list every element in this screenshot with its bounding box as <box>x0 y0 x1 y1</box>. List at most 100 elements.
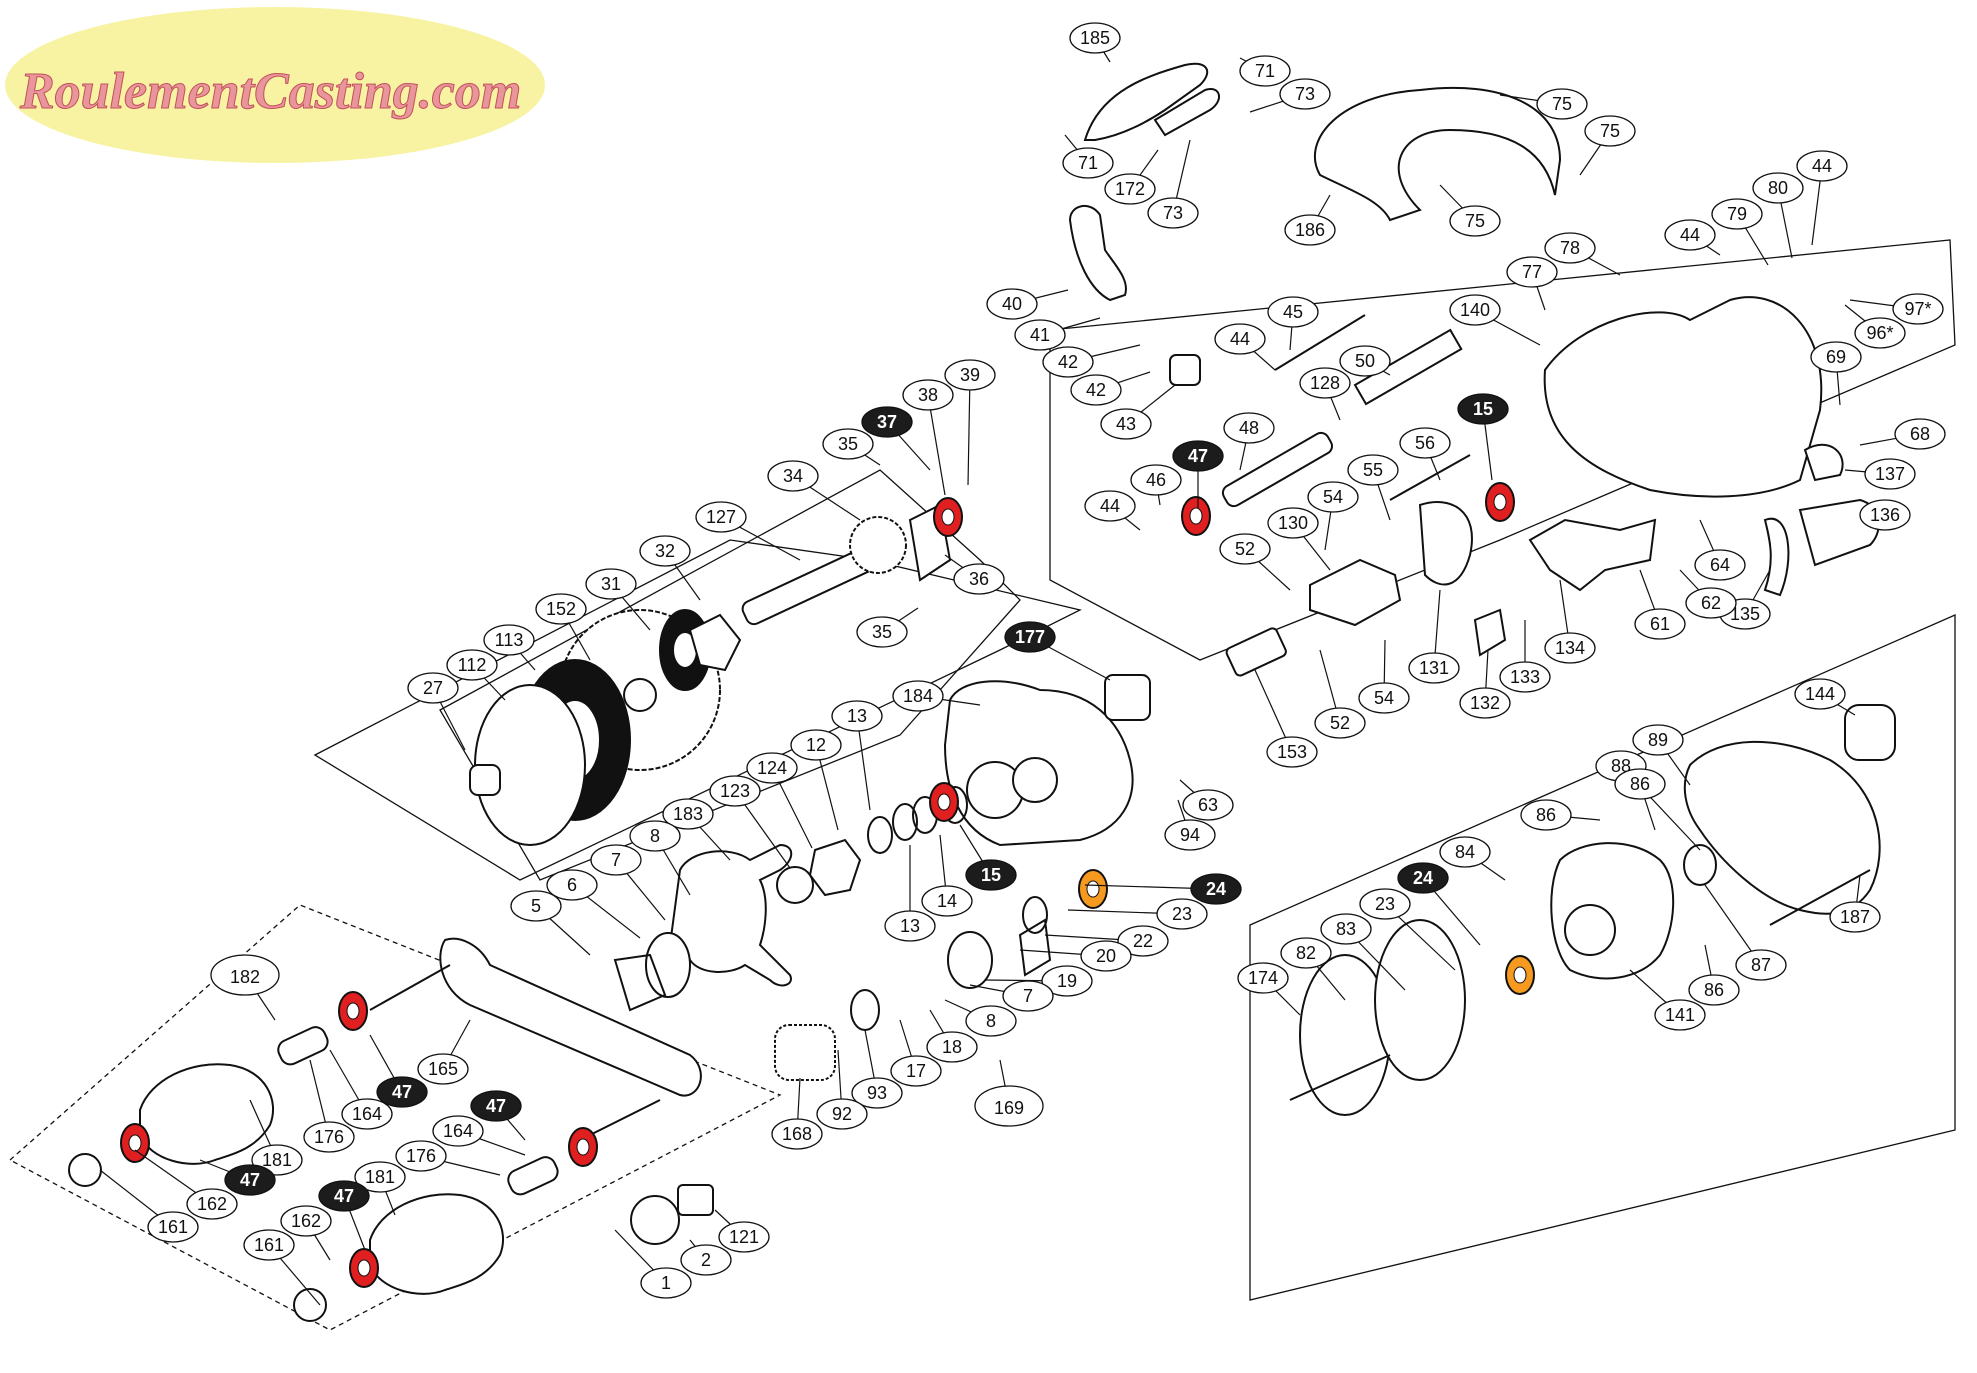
callout-label: 32 <box>655 541 675 561</box>
callout-label: 169 <box>994 1098 1024 1118</box>
part-19 <box>947 931 993 989</box>
callout-bubble <box>1457 393 1509 425</box>
callout-label: 15 <box>981 865 1001 885</box>
callout-bubble <box>1239 55 1291 87</box>
callout-bubble <box>1544 632 1596 664</box>
part-callout: 62 <box>1685 587 1737 619</box>
callout-bubble <box>831 700 883 732</box>
callout-bubble <box>1070 374 1122 406</box>
callout-bubble <box>1694 549 1746 581</box>
callout-label: 71 <box>1078 153 1098 173</box>
part-callout: 17 <box>890 1055 942 1087</box>
callout-bubble <box>965 859 1017 891</box>
part-callout: 41 <box>1014 319 1066 351</box>
bearing-bore <box>357 1259 371 1277</box>
callout-bubble <box>1688 974 1740 1006</box>
callout-bubble <box>816 1098 868 1130</box>
part-callout: 86 <box>1614 768 1666 800</box>
part-callout: 86 <box>1688 974 1740 1006</box>
callout-label: 19 <box>1057 971 1077 991</box>
part-88 <box>1683 844 1717 886</box>
callout-bubble <box>1449 294 1501 326</box>
part-callout: 93 <box>851 1077 903 1109</box>
part-callout: 177 <box>1004 621 1056 653</box>
logo-ellipse <box>5 7 545 163</box>
part-callout: 112 <box>446 649 498 681</box>
callout-bubble <box>986 288 1038 320</box>
callout-bubble <box>510 890 562 922</box>
callout-label: 93 <box>867 1083 887 1103</box>
part-callout: 164 <box>341 1098 393 1130</box>
callout-bubble <box>1439 836 1491 868</box>
callout-label: 182 <box>230 967 260 987</box>
part-34 <box>849 516 907 574</box>
callout-bubble <box>861 406 913 438</box>
callout-label: 54 <box>1323 487 1343 507</box>
part-161-lower <box>293 1288 327 1322</box>
callout-label: 82 <box>1296 943 1316 963</box>
callout-bubble <box>892 680 944 712</box>
leader-line <box>927 394 946 496</box>
part-callout: 121 <box>718 1221 770 1253</box>
part-callout: 54 <box>1358 682 1410 714</box>
callout-label: 6 <box>567 875 577 895</box>
part-121 <box>677 1184 714 1216</box>
part-22 <box>1018 918 1052 977</box>
part-callout: 61 <box>1634 608 1686 640</box>
callout-label: 27 <box>423 678 443 698</box>
part-callout: 52 <box>1314 707 1366 739</box>
part-callout: 78 <box>1544 232 1596 264</box>
callout-label: 162 <box>197 1194 227 1214</box>
spool-group-outline <box>1249 614 1956 1301</box>
part-callout: 176 <box>395 1140 447 1172</box>
callout-bubble <box>1794 678 1846 710</box>
callout-bubble <box>1796 150 1848 182</box>
part-callout: 161 <box>147 1211 199 1243</box>
part-callout: 20 <box>1080 940 1132 972</box>
part-137 <box>1803 443 1844 482</box>
callout-bubble <box>1002 980 1054 1012</box>
part-callout: 132 <box>1459 687 1511 719</box>
part-176-upper <box>277 1026 329 1066</box>
part-141 <box>1550 842 1675 980</box>
callout-bubble <box>680 1244 732 1276</box>
callout-bubble <box>709 775 761 807</box>
part-callout: 50 <box>1339 345 1391 377</box>
callout-bubble <box>1339 345 1391 377</box>
part-callout: 19 <box>1041 965 1093 997</box>
main-gear-group-outline <box>439 469 1021 881</box>
part-callout: 182 <box>210 954 280 996</box>
callout-bubble <box>1320 913 1372 945</box>
callout-bubble <box>926 1031 978 1063</box>
callout-bubble <box>1130 464 1182 496</box>
callout-label: 55 <box>1363 460 1383 480</box>
callout-label: 61 <box>1650 614 1670 634</box>
callout-bubble <box>746 752 798 784</box>
callout-bubble <box>822 428 874 460</box>
part-callout: 152 <box>535 593 587 625</box>
part-130 <box>1309 558 1402 627</box>
part-callout: 48 <box>1223 412 1275 444</box>
callout-label: 20 <box>1096 946 1116 966</box>
part-callout: 36 <box>953 563 1005 595</box>
part-callout: 44 <box>1664 219 1716 251</box>
part-144-knob <box>1844 704 1896 761</box>
part-callout: 183 <box>662 798 714 830</box>
callout-bubble <box>1172 440 1224 472</box>
callout-bubble <box>1399 427 1451 459</box>
part-callout: 47 <box>376 1076 428 1108</box>
callout-bubble <box>1859 499 1911 531</box>
callout-bubble <box>884 910 936 942</box>
part-callout: 187 <box>1829 901 1881 933</box>
callout-label: 187 <box>1840 907 1870 927</box>
callout-label: 83 <box>1336 919 1356 939</box>
callout-bubble <box>1279 78 1331 110</box>
callout-label: 13 <box>900 916 920 936</box>
callout-bubble <box>1664 219 1716 251</box>
callout-label: 54 <box>1374 688 1394 708</box>
callout-bubble <box>1284 214 1336 246</box>
callout-label: 5 <box>531 896 541 916</box>
part-callout: 80 <box>1752 172 1804 204</box>
part-shaft-bottom <box>589 1099 661 1136</box>
callout-bubble <box>1894 418 1946 450</box>
